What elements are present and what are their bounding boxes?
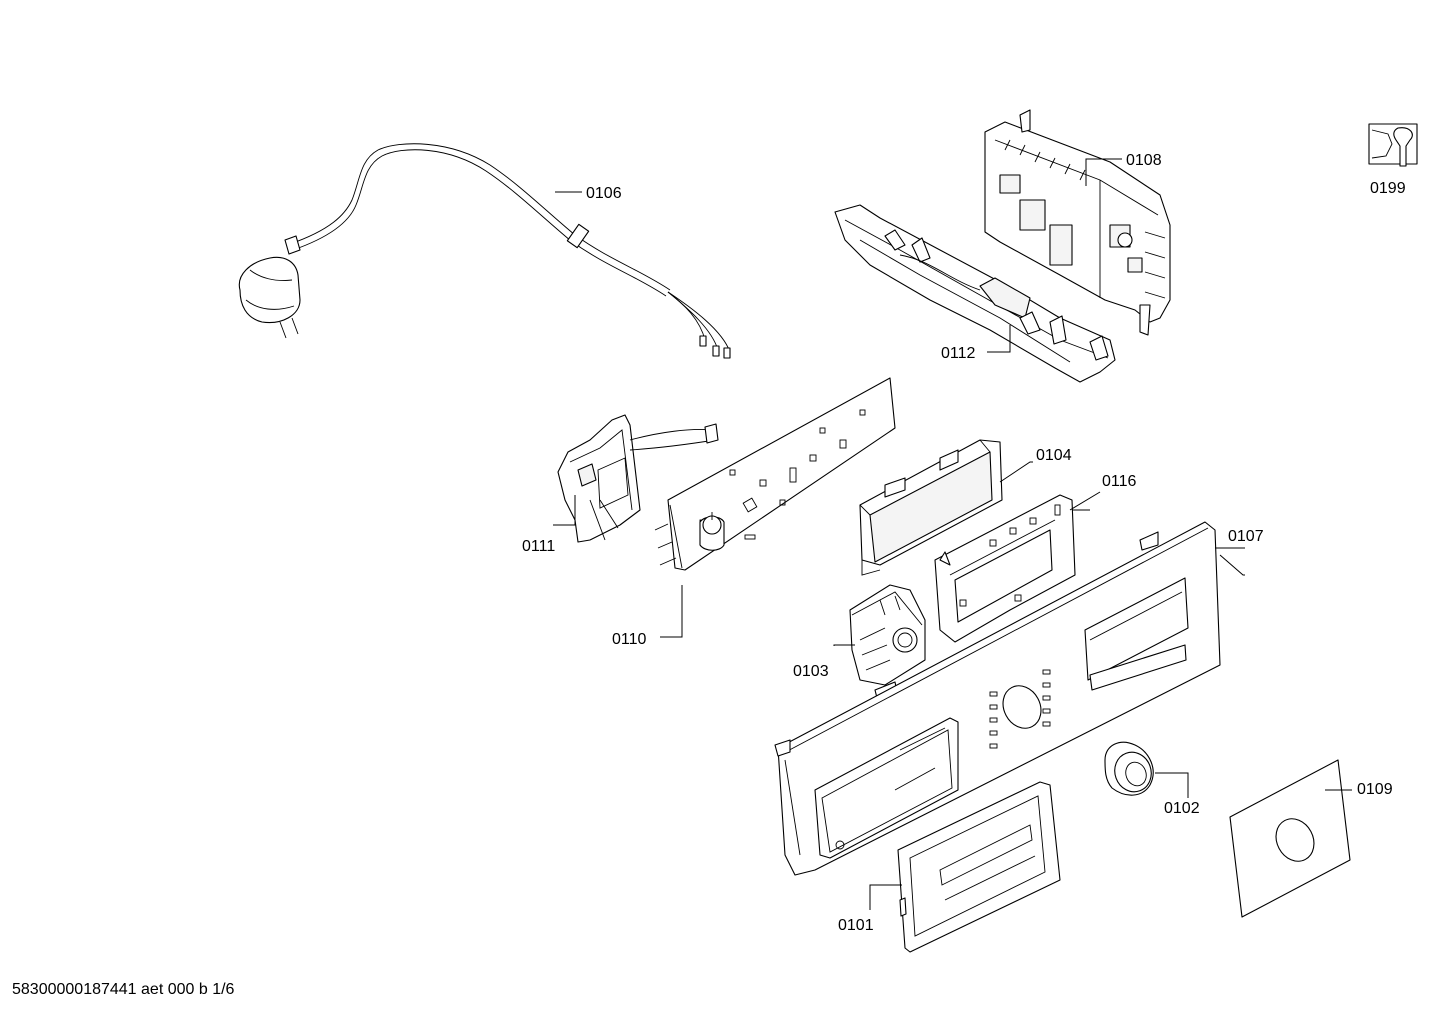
power-cord-part[interactable]: 0106	[238, 143, 731, 359]
electronic-module-part[interactable]: 0108	[984, 109, 1171, 336]
part-label-0101: 0101	[838, 917, 874, 934]
part-label-0102: 0102	[1164, 800, 1200, 817]
part-label-0103: 0103	[793, 663, 829, 680]
knob-holder-part[interactable]: 0111	[522, 414, 719, 555]
document-id: 58300000187441 aet 000 b 1/6	[12, 981, 235, 998]
part-label-0110: 0110	[612, 631, 647, 648]
part-label-0107: 0107	[1228, 528, 1264, 545]
decor-plate-part[interactable]: 0109	[1229, 759, 1393, 918]
control-board-part[interactable]: 0110	[612, 377, 896, 648]
part-label-0111: 0111	[522, 538, 555, 555]
display-frame-part[interactable]: 0116	[934, 473, 1137, 643]
part-label-0116: 0116	[1102, 473, 1137, 490]
part-label-0108: 0108	[1126, 152, 1162, 169]
part-label-0109: 0109	[1357, 781, 1393, 798]
part-label-0106: 0106	[586, 185, 622, 202]
cable-bracket-part[interactable]: 0112	[834, 204, 1116, 383]
detergent-drawer-handle-part[interactable]: 0101	[838, 781, 1061, 953]
part-label-0199: 0199	[1370, 180, 1406, 197]
display-window-part[interactable]: 0104	[859, 439, 1072, 576]
part-label-0112: 0112	[941, 345, 976, 362]
service-kit-part[interactable]: 0199	[1368, 123, 1418, 197]
part-label-0104: 0104	[1036, 447, 1072, 464]
control-panel-fascia-part[interactable]: 0107	[774, 521, 1264, 876]
selector-holder-part[interactable]: 0103	[793, 584, 926, 699]
programme-knob-part[interactable]: 0102	[1104, 741, 1200, 817]
